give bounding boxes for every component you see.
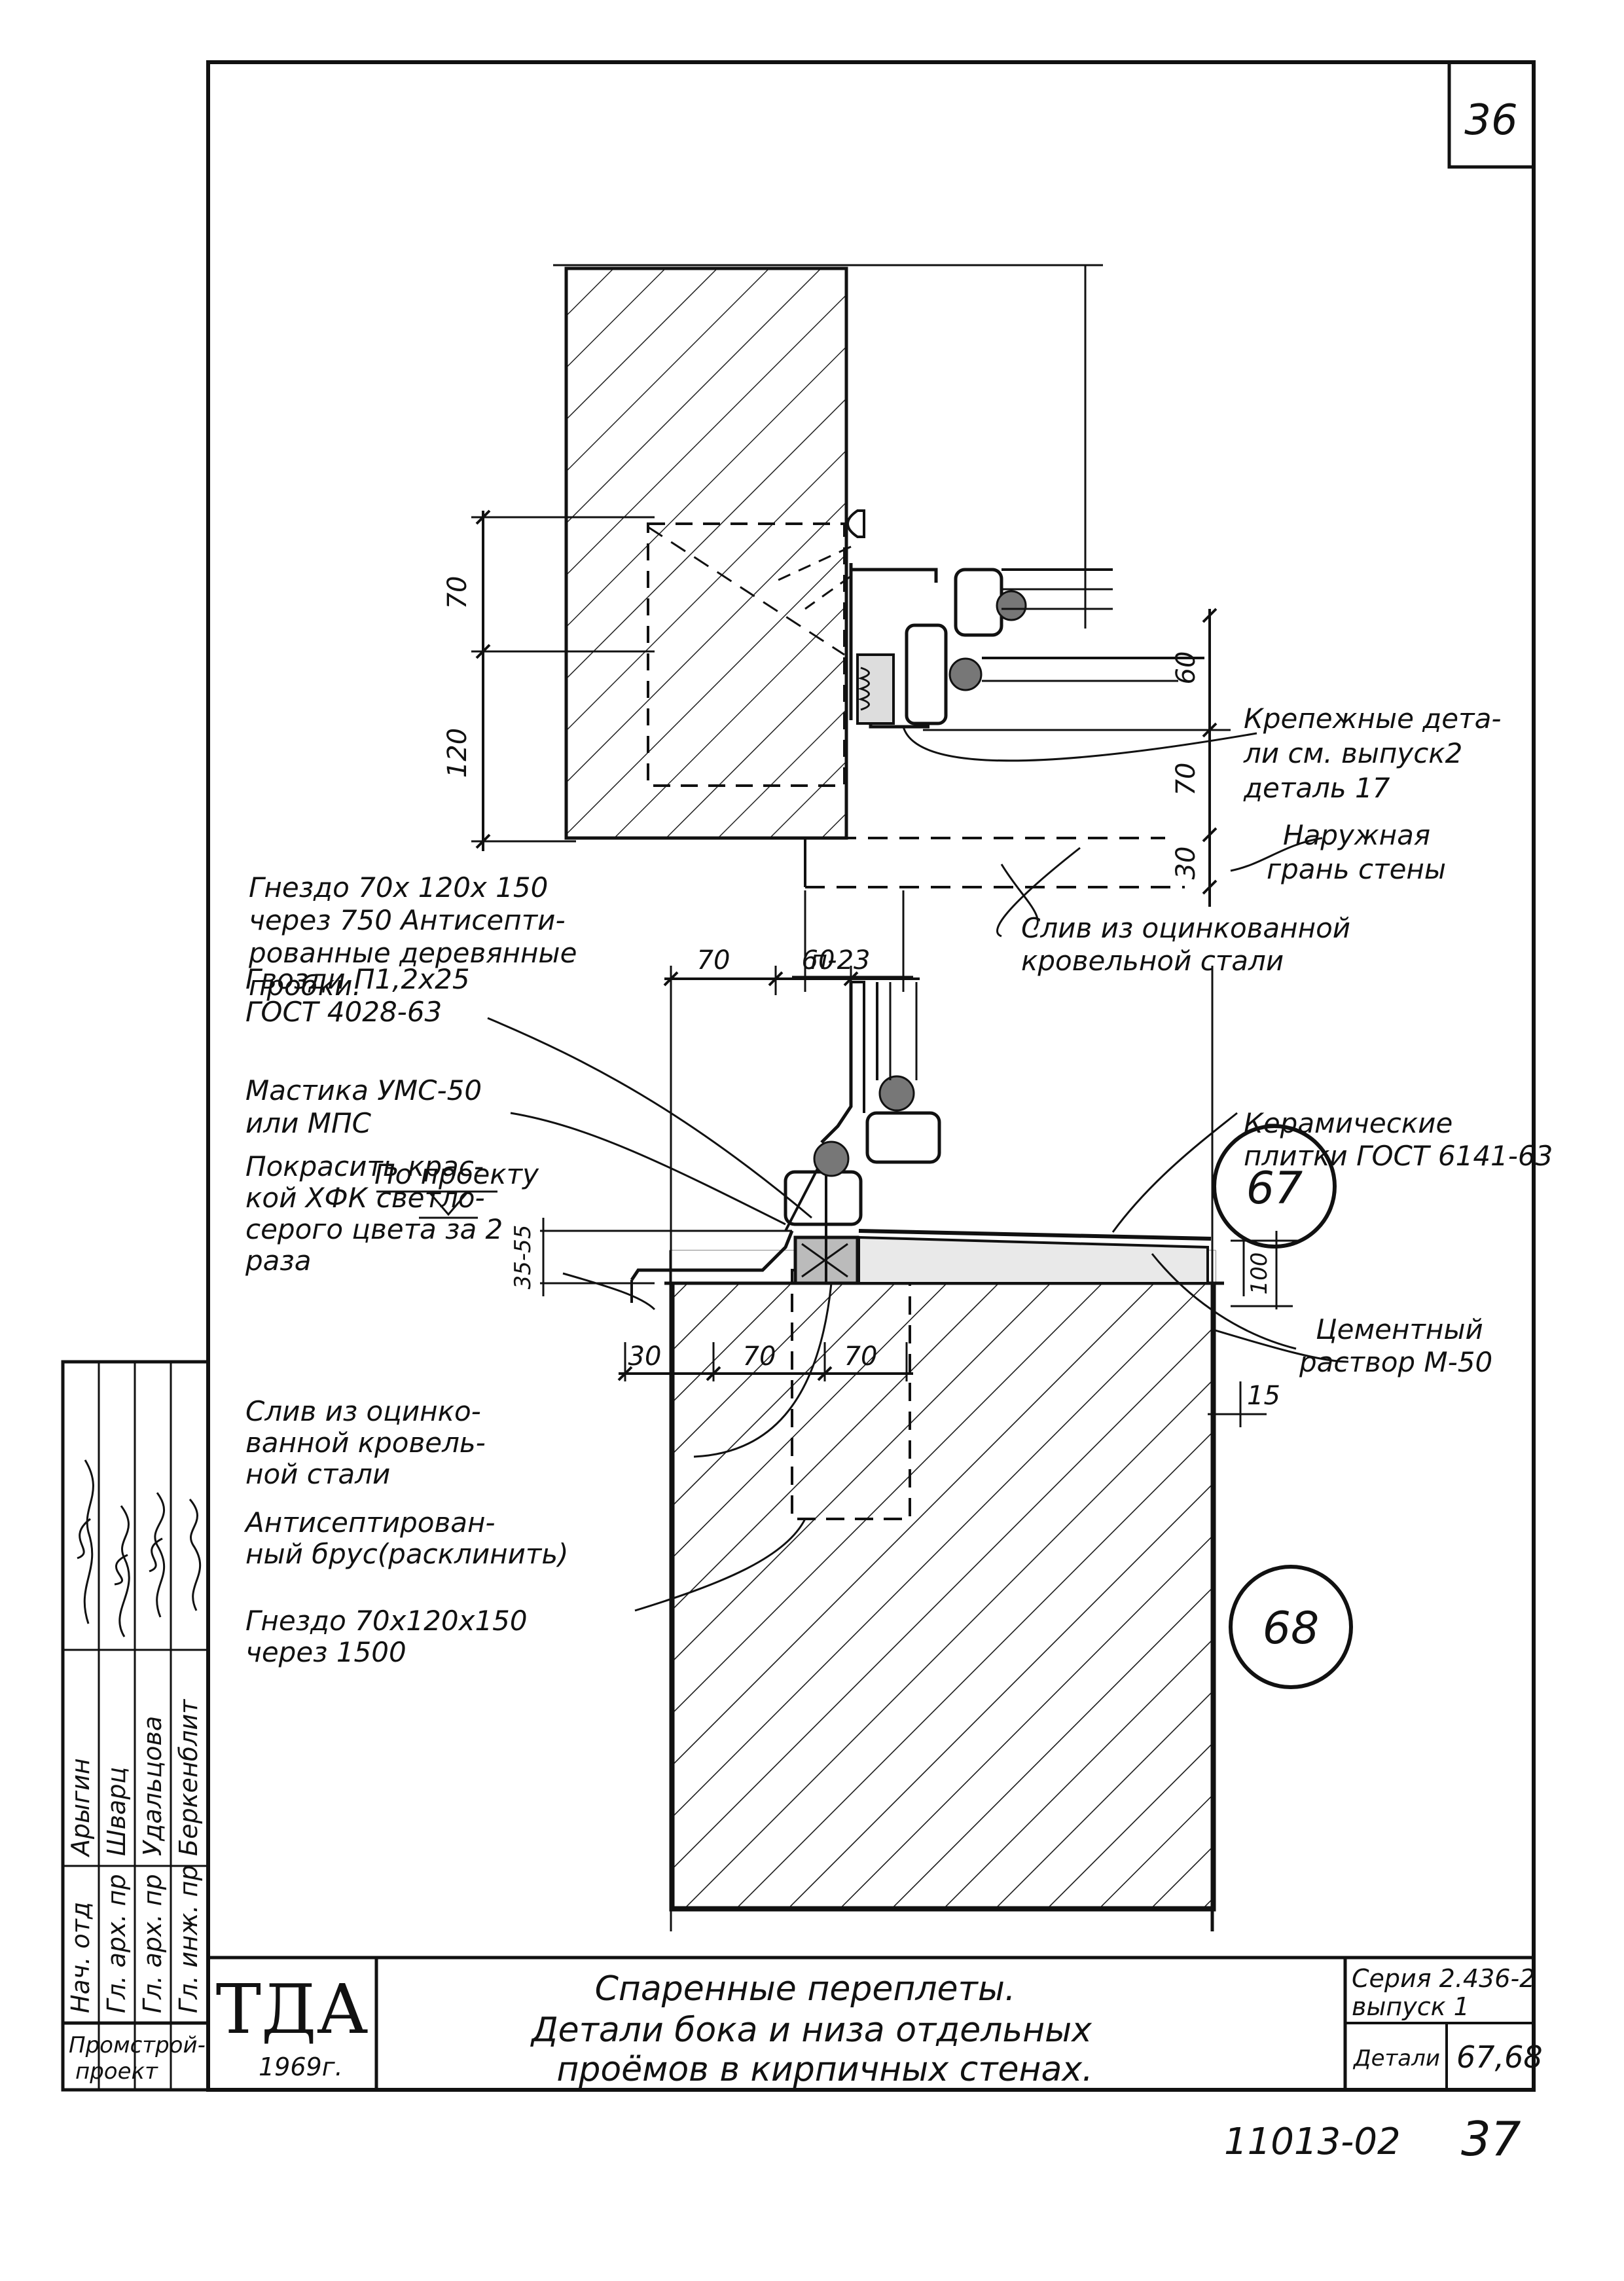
note-tiles-line2: плитки ГОСТ 6141-63 — [1244, 1140, 1553, 1172]
detail-marker-68 — [1229, 1565, 1353, 1689]
note-drip-67-line2: кровельной стали — [1021, 945, 1284, 977]
note-fastening-line1: Крепежные дета- — [1244, 703, 1502, 735]
sash-upper-68 — [865, 1111, 941, 1164]
stamp-name-2: Шварц — [102, 1767, 131, 1856]
signature-2 — [114, 1505, 130, 1637]
dim-30-right: 30 — [1171, 847, 1201, 880]
note-paint: Покрасить крас- кой ХФК светло- серого ц… — [245, 1151, 586, 1277]
note-tiles-line1: Керамические — [1244, 1107, 1453, 1139]
stamp-details-value: 67,68 — [1456, 2039, 1543, 2075]
stamp-role-4: Гл. инж. пр — [174, 1865, 203, 2013]
dim-p23: п-23 — [810, 945, 870, 976]
note-drip-68-line2: ванной кровель- — [245, 1427, 486, 1459]
stamp-issue: выпуск 1 — [1352, 1992, 1470, 2021]
stamp-title-line2: Детали бока и низа отдельных — [530, 2011, 1092, 2050]
note-mastic-line2: или МПС — [245, 1107, 372, 1139]
note-bar-line2: ный брус(расклинить) — [245, 1538, 569, 1570]
ceramic-tile-line — [858, 1229, 1212, 1241]
note-wall-face-line2: грань стены — [1267, 853, 1446, 885]
dim-15: 15 — [1247, 1381, 1280, 1411]
stamp-series: Серия 2.436-2 — [1352, 1964, 1535, 1993]
detail-marker-67-label: 67 — [1246, 1163, 1303, 1214]
stamp-name-3: Удальцова — [138, 1716, 167, 1856]
dim-100: 100 — [1246, 1252, 1272, 1295]
sheet-number-box — [1447, 60, 1536, 169]
sash-lower-68 — [784, 1170, 863, 1226]
note-mortar-line2: раствор М-50 — [1299, 1346, 1492, 1378]
dim-70-bottom-b: 70 — [844, 1341, 878, 1372]
brick-wall-67 — [564, 266, 848, 840]
stamp-year: 1969г. — [259, 2053, 343, 2081]
title-block: Нач. отд Гл. арх. пр Гл. арх. пр Гл. инж… — [61, 1360, 1543, 2092]
note-socket-67-line2: через 750 Антисепти- — [249, 904, 566, 936]
note-socket-67-line4: пробки. — [249, 970, 361, 1002]
stamp-org-line2: проект — [75, 2058, 158, 2085]
dim-120-left: 120 — [442, 728, 473, 778]
stamp-title-line1: Спаренные переплеты. — [595, 1969, 1016, 2009]
stamp-role-2: Гл. арх. пр — [102, 1874, 131, 2013]
stamp-name-4: Беркенблит — [174, 1698, 203, 1856]
note-paint-line1: Покрасить крас- — [245, 1150, 484, 1182]
stamp-details-label: Детали — [1352, 2045, 1440, 2071]
signature-4 — [189, 1499, 202, 1611]
dim-70-top: 70 — [697, 945, 731, 976]
cement-mortar-sill — [857, 1235, 1209, 1285]
sash-profile-inner — [905, 623, 948, 725]
detail-68: 70 60 30 70 70 35-55 По проекту 100 15 — [244, 945, 1553, 1931]
stamp-name-1: Арыгин — [66, 1758, 95, 1858]
sash-profile-outer — [954, 568, 1003, 637]
note-bar-line1: Антисептирован- — [244, 1506, 496, 1539]
dim-60-top: 60 — [802, 945, 835, 976]
note-drip-68-line1: Слив из оцинко- — [245, 1395, 481, 1427]
note-drip-67-line1: Слив из оцинкованной — [1021, 912, 1350, 944]
note-nails-line1: Гвозди П1,2х25 — [245, 963, 470, 995]
detail-marker-67 — [1212, 1124, 1337, 1249]
dim-70-right: 70 — [1171, 763, 1201, 796]
sheet-frame — [206, 60, 1536, 2092]
stamp-role-1: Нач. отд — [66, 1902, 95, 2013]
dim-35-55: 35-55 — [510, 1225, 536, 1290]
stamp-title-line3: проёмов в кирпичных стенах. — [556, 2050, 1092, 2089]
note-fastening-line3: деталь 17 — [1243, 772, 1390, 804]
note-drip-68-line3: ной стали — [245, 1458, 390, 1490]
note-by-project: По проекту — [374, 1158, 539, 1190]
dim-60-right: 60 — [1171, 651, 1201, 685]
stamp-org-line1: Промстрой- — [69, 2032, 206, 2058]
detail-marker-68-label: 68 — [1263, 1603, 1320, 1654]
note-nails-line2: ГОСТ 4028-63 — [245, 996, 442, 1028]
note-socket-68-line2: через 1500 — [245, 1636, 406, 1668]
note-wall-face-line1: Наружная — [1283, 819, 1430, 851]
note-mortar-line1: Цементный — [1316, 1313, 1483, 1345]
drip-flashing-68 — [630, 1230, 794, 1281]
signature-3 — [149, 1492, 166, 1618]
dim-30-bottom: 30 — [628, 1341, 662, 1372]
footer-page: 37 — [1461, 2111, 1521, 2166]
socket-dashed-67 — [647, 522, 846, 787]
note-socket-67-line1: Гнездо 70х 120х 150 — [249, 871, 548, 903]
sheet-number: 36 — [1464, 96, 1517, 145]
signature-1 — [77, 1459, 94, 1624]
note-paint-line3: серого цвета за 2 — [245, 1213, 503, 1245]
note-socket-68-line1: Гнездо 70х120х150 — [245, 1605, 528, 1637]
note-paint-line2: кой ХФК светло- — [245, 1182, 485, 1214]
note-socket-67-line3: рованные деревянные — [248, 937, 577, 969]
dim-70-left: 70 — [442, 576, 473, 610]
stamp-role-3: Гл. арх. пр — [138, 1874, 167, 2013]
note-fastening-line2: ли см. выпуск2 — [1243, 737, 1462, 769]
stamp-logo: ТДА — [216, 1969, 369, 2049]
note-paint-line4: раза — [245, 1245, 312, 1277]
footer-code: 11013-02 — [1224, 2121, 1401, 2163]
detail-67: 70 120 60 70 30 п-23 Крепежные дета- ли … — [248, 264, 1502, 1249]
dim-70-bottom-a: 70 — [743, 1341, 776, 1372]
note-mastic-line1: Мастика УМС-50 — [245, 1074, 482, 1106]
